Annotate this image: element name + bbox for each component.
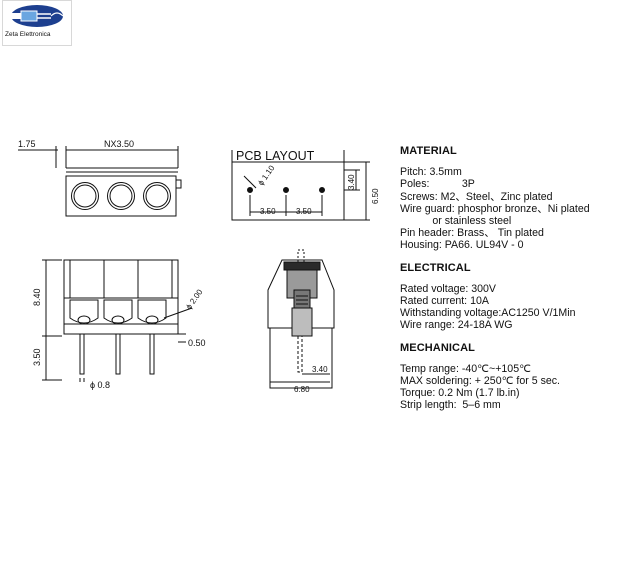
pcb-dim-hole: ϕ 1.10 <box>256 163 276 187</box>
pcb-dim-340: 3.40 <box>347 174 356 190</box>
mechanical-line: Temp range: -40℃~+105℃ <box>400 362 531 375</box>
side-dim-340: 3.40 <box>312 365 328 374</box>
dim-175: 1.75 <box>18 139 36 149</box>
mechanical-section: MECHANICAL Temp range: -40℃~+105℃ MAX so… <box>400 342 636 412</box>
side-view <box>267 249 335 389</box>
front-hole-1 <box>69 299 99 324</box>
dim-050: 0.50 <box>188 338 206 348</box>
material-line: Wire guard: phosphor bronze、Ni plated <box>400 202 590 215</box>
top-view <box>18 146 182 217</box>
pcb-layout <box>231 150 370 221</box>
mechanical-line: Strip length: 5–6 mm <box>400 399 501 412</box>
top-screw-hole-2 <box>107 182 135 210</box>
electrical-line: Withstanding voltage:AC1250 V/1Min <box>400 307 576 320</box>
front-hole-3 <box>137 299 167 324</box>
top-screw-hole-3 <box>143 182 171 210</box>
top-screw-hole-1 <box>71 182 99 210</box>
electrical-section: ELECTRICAL Rated voltage: 300V Rated cur… <box>400 262 636 332</box>
pcb-dim-350b: 3.50 <box>296 207 312 216</box>
side-dim-680: 6.80 <box>294 385 310 394</box>
pcb-hole-1 <box>247 187 253 193</box>
pcb-dim-350a: 3.50 <box>260 207 276 216</box>
electrical-line: Rated current: 10A <box>400 295 489 308</box>
pcb-hole-2 <box>283 187 289 193</box>
mechanical-title: MECHANICAL <box>400 341 475 354</box>
electrical-title: ELECTRICAL <box>400 261 471 274</box>
dim-pin-dia: ϕ 0.8 <box>90 380 110 390</box>
material-section: MATERIAL Pitch: 3.5mm Poles: 3P Screws: … <box>400 145 636 252</box>
company-logo: Zeta Elettronica <box>2 0 72 46</box>
dim-nx350: NX3.50 <box>104 139 134 149</box>
material-line: Pin header: Brass、 Tin plated <box>400 227 544 240</box>
dim-hole-2: ϕ 2.00 <box>184 287 204 311</box>
material-title: MATERIAL <box>400 145 457 157</box>
electrical-line: Rated voltage: 300V <box>400 282 497 295</box>
material-line: Screws: M2、Steel、Zinc plated <box>400 190 553 203</box>
dim-840: 8.40 <box>32 288 42 306</box>
dim-350: 3.50 <box>32 348 42 366</box>
pcb-hole-3 <box>319 187 325 193</box>
front-hole-2 <box>103 299 133 324</box>
pcb-dim-650: 6.50 <box>371 188 380 204</box>
material-line: or stainless steel <box>400 215 512 228</box>
material-line: Housing: PA66. UL94V - 0 <box>400 239 524 252</box>
material-line: Poles: 3P <box>400 178 475 191</box>
pcb-layout-title: PCB LAYOUT <box>236 149 315 163</box>
material-line: Pitch: 3.5mm <box>400 166 462 179</box>
electrical-line: Wire range: 24-18A WG <box>400 319 513 332</box>
mechanical-line: MAX soldering: + 250℃ for 5 sec. <box>400 375 560 388</box>
connector-plug-logo-icon <box>11 5 64 27</box>
spec-panel: MATERIAL Pitch: 3.5mm Poles: 3P Screws: … <box>400 145 636 422</box>
mechanical-line: Torque: 0.2 Nm (1.7 lb.in) <box>400 387 520 400</box>
front-view <box>42 259 193 382</box>
logo-text: Zeta Elettronica <box>5 31 51 38</box>
